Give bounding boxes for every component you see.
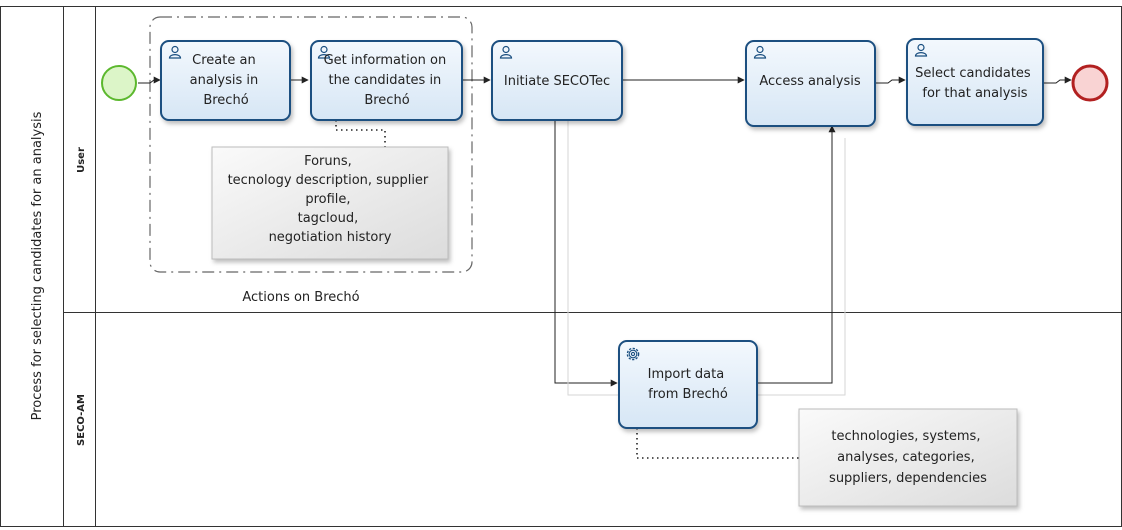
lane-user: User	[76, 147, 87, 173]
task-label: Create an analysis in Brechó	[190, 53, 263, 108]
annotation-text: Foruns, tecnology description, supplier …	[228, 154, 433, 245]
task-get-information[interactable]: Get information on the candidates in Bre…	[310, 40, 463, 121]
task-label: Select candidates for that analysis	[915, 66, 1035, 101]
task-label: Initiate SECOTec	[504, 74, 610, 89]
flow-select-end	[1043, 76, 1072, 84]
association-import-note	[636, 428, 800, 459]
task-label: Access analysis	[759, 74, 860, 89]
lane-label-user: User	[76, 147, 87, 173]
group-actions-on-brecho: Actions on Brechó	[149, 16, 473, 305]
associations	[335, 120, 800, 459]
group-label: Actions on Brechó	[242, 290, 359, 305]
end-event[interactable]	[1071, 64, 1109, 102]
flow-import-access	[757, 125, 836, 384]
flow-start-create	[138, 76, 161, 84]
annotation-seco-data: technologies, systems, analyses, categor…	[798, 408, 1018, 507]
annotation-text: technologies, systems, analyses, categor…	[829, 429, 987, 486]
lane-seco-am: SECO-AM	[76, 394, 87, 446]
task-label: Get information on the candidates in Bre…	[324, 53, 451, 108]
task-create-analysis[interactable]: Create an analysis in Brechó	[160, 40, 291, 121]
pool-label: Process for selecting candidates for an …	[30, 111, 45, 420]
sequence-flows	[138, 76, 1072, 387]
start-event[interactable]	[101, 65, 137, 101]
task-label: Import data from Brechó	[648, 367, 729, 402]
annotation-brecho-info: Foruns, tecnology description, supplier …	[211, 146, 449, 260]
faint-connectors	[567, 120, 846, 396]
task-access-analysis[interactable]: Access analysis	[745, 40, 876, 127]
task-select-candidates[interactable]: Select candidates for that analysis	[906, 38, 1044, 126]
task-import-data[interactable]: Import data from Brechó	[618, 340, 758, 429]
task-initiate-secotec[interactable]: Initiate SECOTec	[491, 40, 623, 121]
lane-label-seco: SECO-AM	[76, 394, 87, 446]
association-getinfo-note	[335, 120, 386, 147]
flow-initiate-import	[554, 120, 618, 387]
flow-access-select	[875, 76, 906, 84]
